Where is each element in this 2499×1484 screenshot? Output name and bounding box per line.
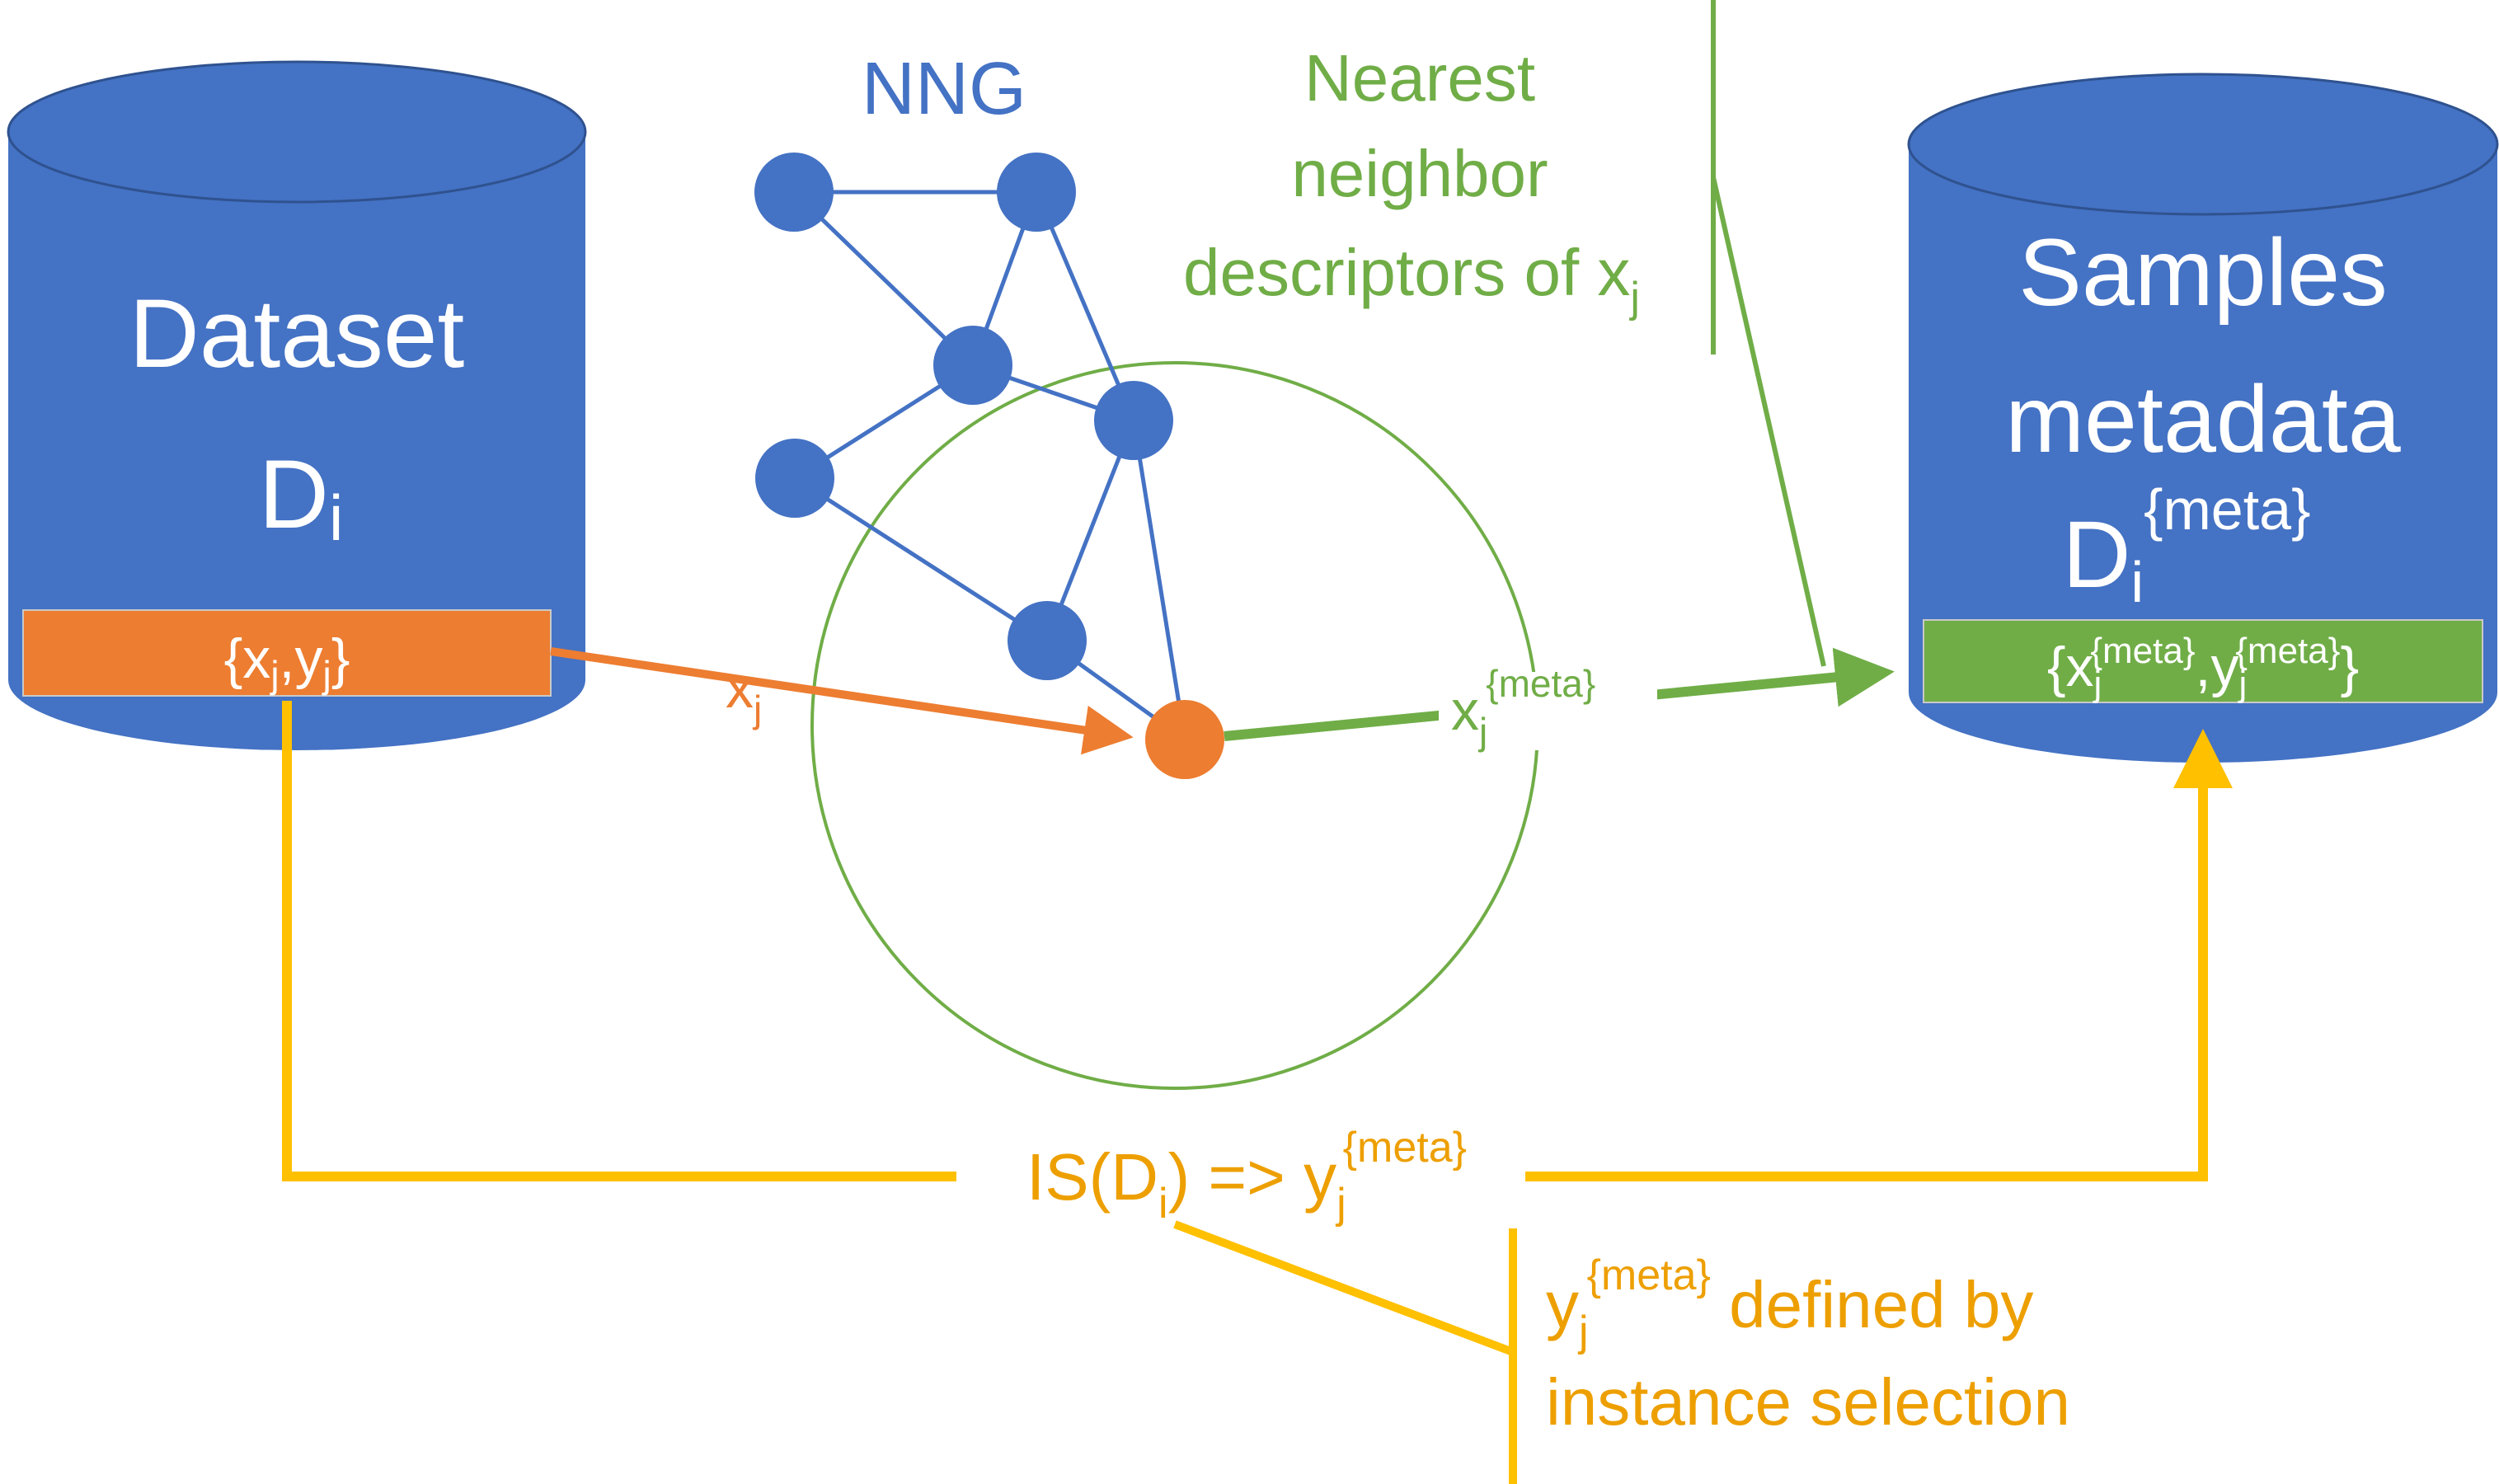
- metadata-title-line2: metadata: [2005, 367, 2401, 472]
- metadata-cylinder-top: [1907, 73, 2499, 216]
- metadata-arrow-label-bg: [1439, 672, 1657, 750]
- dataset-sample-row: [22, 609, 552, 697]
- metadata-cylinder-body: [1909, 144, 2497, 763]
- nng-node: [933, 326, 1012, 405]
- descriptor-leader: [1711, 176, 1826, 667]
- callout-line2: instance selection: [1546, 1365, 2070, 1439]
- query-node: [1145, 700, 1224, 779]
- nng-node: [997, 153, 1076, 232]
- is-connector-left: [282, 701, 956, 1181]
- dataset-cylinder-body: [8, 132, 585, 750]
- query-arrow: [550, 647, 1134, 755]
- nng-node: [755, 439, 834, 518]
- nng-graph: [792, 190, 1187, 742]
- dataset-name: Di: [259, 440, 344, 554]
- metadata-sample-row: [1923, 619, 2483, 703]
- metadata-arrow-label: xj{meta}: [1451, 662, 1595, 753]
- dataset-title: Dataset: [129, 279, 465, 388]
- is-label: IS(Di) => yj{meta}: [1026, 1124, 1467, 1228]
- nng-edge: [792, 190, 975, 367]
- metadata-name: Di{meta}: [2062, 477, 2310, 614]
- descriptor-note-line3: descriptors of xj: [1183, 236, 1640, 322]
- nng-node: [1008, 601, 1087, 680]
- nng-edge: [793, 476, 1049, 643]
- nng-nodes: [754, 153, 1173, 680]
- metadata-title-line1: Samples: [2018, 220, 2387, 326]
- nng-label: NNG: [862, 48, 1026, 130]
- metadata-cylinder: Samples metadata Di{meta} {xj{meta},yj{m…: [1907, 73, 2499, 763]
- dataset-cylinder: Dataset Di {xj,yj}: [7, 60, 587, 750]
- descriptor-note-line2: neighbor: [1291, 137, 1548, 210]
- nng-node: [1094, 381, 1173, 460]
- callout-line1: yj{meta} defined by: [1546, 1252, 2033, 1355]
- query-arrow-label: xj: [726, 657, 762, 730]
- nng-node: [754, 153, 834, 232]
- dataset-sample-label: {xj,yj}: [224, 627, 350, 696]
- metadata-sample-label: {xj{meta},yj{meta}}: [2047, 631, 2359, 704]
- callout-leader: [1173, 1220, 1515, 1356]
- is-connector-right: [1525, 729, 2233, 1181]
- nng-edge: [1131, 420, 1187, 740]
- nng-edge: [1034, 191, 1136, 421]
- descriptor-note-line1: Nearest: [1304, 41, 1535, 115]
- dataset-cylinder-top: [7, 60, 587, 204]
